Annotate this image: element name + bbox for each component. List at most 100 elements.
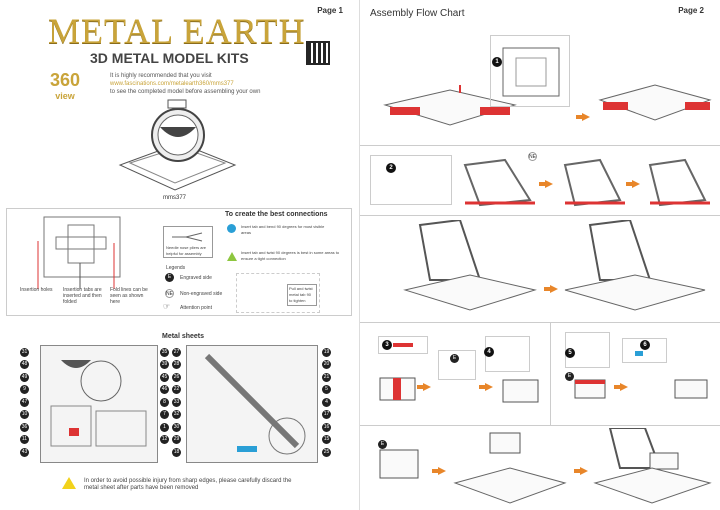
part-number: 15 (322, 435, 331, 445)
step1-frame (383, 85, 517, 126)
page-title: Assembly Flow Chart (370, 8, 465, 19)
step3-box (379, 377, 416, 401)
arrow-icon (626, 180, 640, 188)
step2-frame (463, 158, 535, 207)
step-2-badge: 2 (386, 163, 396, 173)
arrow-icon (614, 383, 628, 391)
part-number: 48 (20, 360, 29, 370)
connection-bend: Insert tab and bend 90 degrees for most … (241, 224, 325, 235)
step-5-badge: 5 (565, 348, 575, 358)
part-number: 29 (172, 435, 181, 445)
part-number: 36 (20, 422, 29, 432)
part-number: 22 (172, 385, 181, 395)
blue-dot-icon (227, 224, 236, 233)
step6-result (674, 379, 708, 399)
e-badge: E (450, 354, 459, 363)
final-assembly (593, 428, 712, 504)
metal-sheet-left (40, 345, 158, 463)
part-number: 45 (160, 372, 169, 382)
part-number: 49 (20, 372, 29, 382)
part-number: 26 (172, 372, 181, 382)
part-number: 28 (172, 360, 181, 370)
brand-logo: METAL EARTH (48, 11, 306, 51)
step-1-badge: 1 (492, 57, 502, 67)
part-number: 17 (322, 410, 331, 420)
part-number: 39 (160, 360, 169, 370)
label-insertion-tabs: Insertion tabs are inserted and then fol… (63, 287, 102, 305)
part-number: 7 (160, 410, 169, 420)
part-number: 31 (20, 348, 29, 357)
legends-title: Legends (166, 265, 186, 271)
final-box (379, 449, 419, 479)
sheets-title: Metal sheets (162, 333, 205, 340)
part-number: 9 (20, 385, 29, 395)
part-number: 4 (322, 397, 331, 407)
part-number: 21 (322, 372, 331, 382)
arrow-icon (479, 383, 493, 391)
part-number: 32 (172, 410, 181, 420)
step3-assembly (403, 220, 537, 311)
part-number: 27 (172, 348, 181, 357)
part-number: 5 (322, 385, 331, 395)
part-number: 20 (322, 360, 331, 370)
step5-box (574, 379, 606, 399)
step4-result (502, 379, 539, 403)
page-1: Page 1 METAL EARTH 3D METAL MODEL KITS 3… (6, 0, 360, 510)
label-fold-lines: Fold lines can be seen as shown here (110, 287, 148, 305)
part-number: 8 (160, 397, 169, 407)
visit-link[interactable]: www.fascinations.com/metalearth360/mms37… (110, 81, 234, 87)
step3-box-top (438, 350, 476, 380)
twist-diagram: Pull and twist metal tab 90 to tighten (236, 273, 320, 313)
page-2: Page 2 Assembly Flow Chart 1 2 NE 3 E 4 … (360, 0, 720, 510)
model-illustration (118, 99, 237, 191)
part-number: 46 (160, 385, 169, 395)
page-number: Page 2 (678, 6, 704, 15)
part-number: 10 (20, 410, 29, 420)
final-assembly-step (453, 432, 567, 504)
part-number: 18 (172, 447, 181, 457)
part-number: 30 (172, 422, 181, 432)
tab-diagram (37, 216, 121, 289)
subtitle: 3D METAL MODEL KITS (90, 50, 249, 66)
ne-badge: NE (528, 152, 537, 161)
arrow-icon (576, 113, 590, 121)
warning-icon (62, 477, 76, 489)
pliers-icon (172, 232, 203, 242)
step2-detail (370, 155, 452, 205)
part-number: 19 (322, 348, 331, 357)
arrow-icon (432, 467, 446, 475)
step1-detail (490, 35, 570, 107)
arrow-icon (574, 467, 588, 475)
arrow-icon (544, 285, 558, 293)
pliers-box: Needle nose pliers are helpful for assem… (163, 226, 213, 258)
connection-twist: Insert tab and twist 90 degrees is best … (241, 250, 340, 261)
part-number: 47 (20, 397, 29, 407)
part-number: 1 (160, 422, 169, 432)
step2-result (648, 158, 710, 207)
arrow-icon (417, 383, 431, 391)
step-3-badge: 3 (382, 340, 392, 350)
part-number: 12 (160, 435, 169, 445)
step1-result (598, 84, 712, 121)
e-badge: E (565, 372, 574, 381)
step3-result (564, 220, 706, 311)
model-code: mms377 (163, 195, 187, 201)
green-triangle-icon (227, 252, 237, 261)
qr-code[interactable] (306, 41, 330, 65)
e-badge: E (378, 440, 387, 449)
instructions-box (6, 208, 352, 316)
metal-sheet-right (186, 345, 318, 463)
part-number: 35 (160, 348, 169, 357)
step-4-badge: 4 (484, 347, 494, 357)
step-6-badge: 6 (640, 340, 650, 350)
arrow-icon (539, 180, 553, 188)
part-number: 25 (322, 447, 331, 457)
step3-detail (378, 336, 428, 354)
hand-icon: ☞ (163, 302, 171, 311)
connections-title: To create the best connections (225, 211, 328, 218)
visit-text: It is highly recommended that you visit … (110, 73, 261, 95)
label-insertion-holes: Insertion holes (20, 287, 53, 293)
page-number: Page 1 (317, 6, 343, 15)
part-number: 33 (172, 397, 181, 407)
